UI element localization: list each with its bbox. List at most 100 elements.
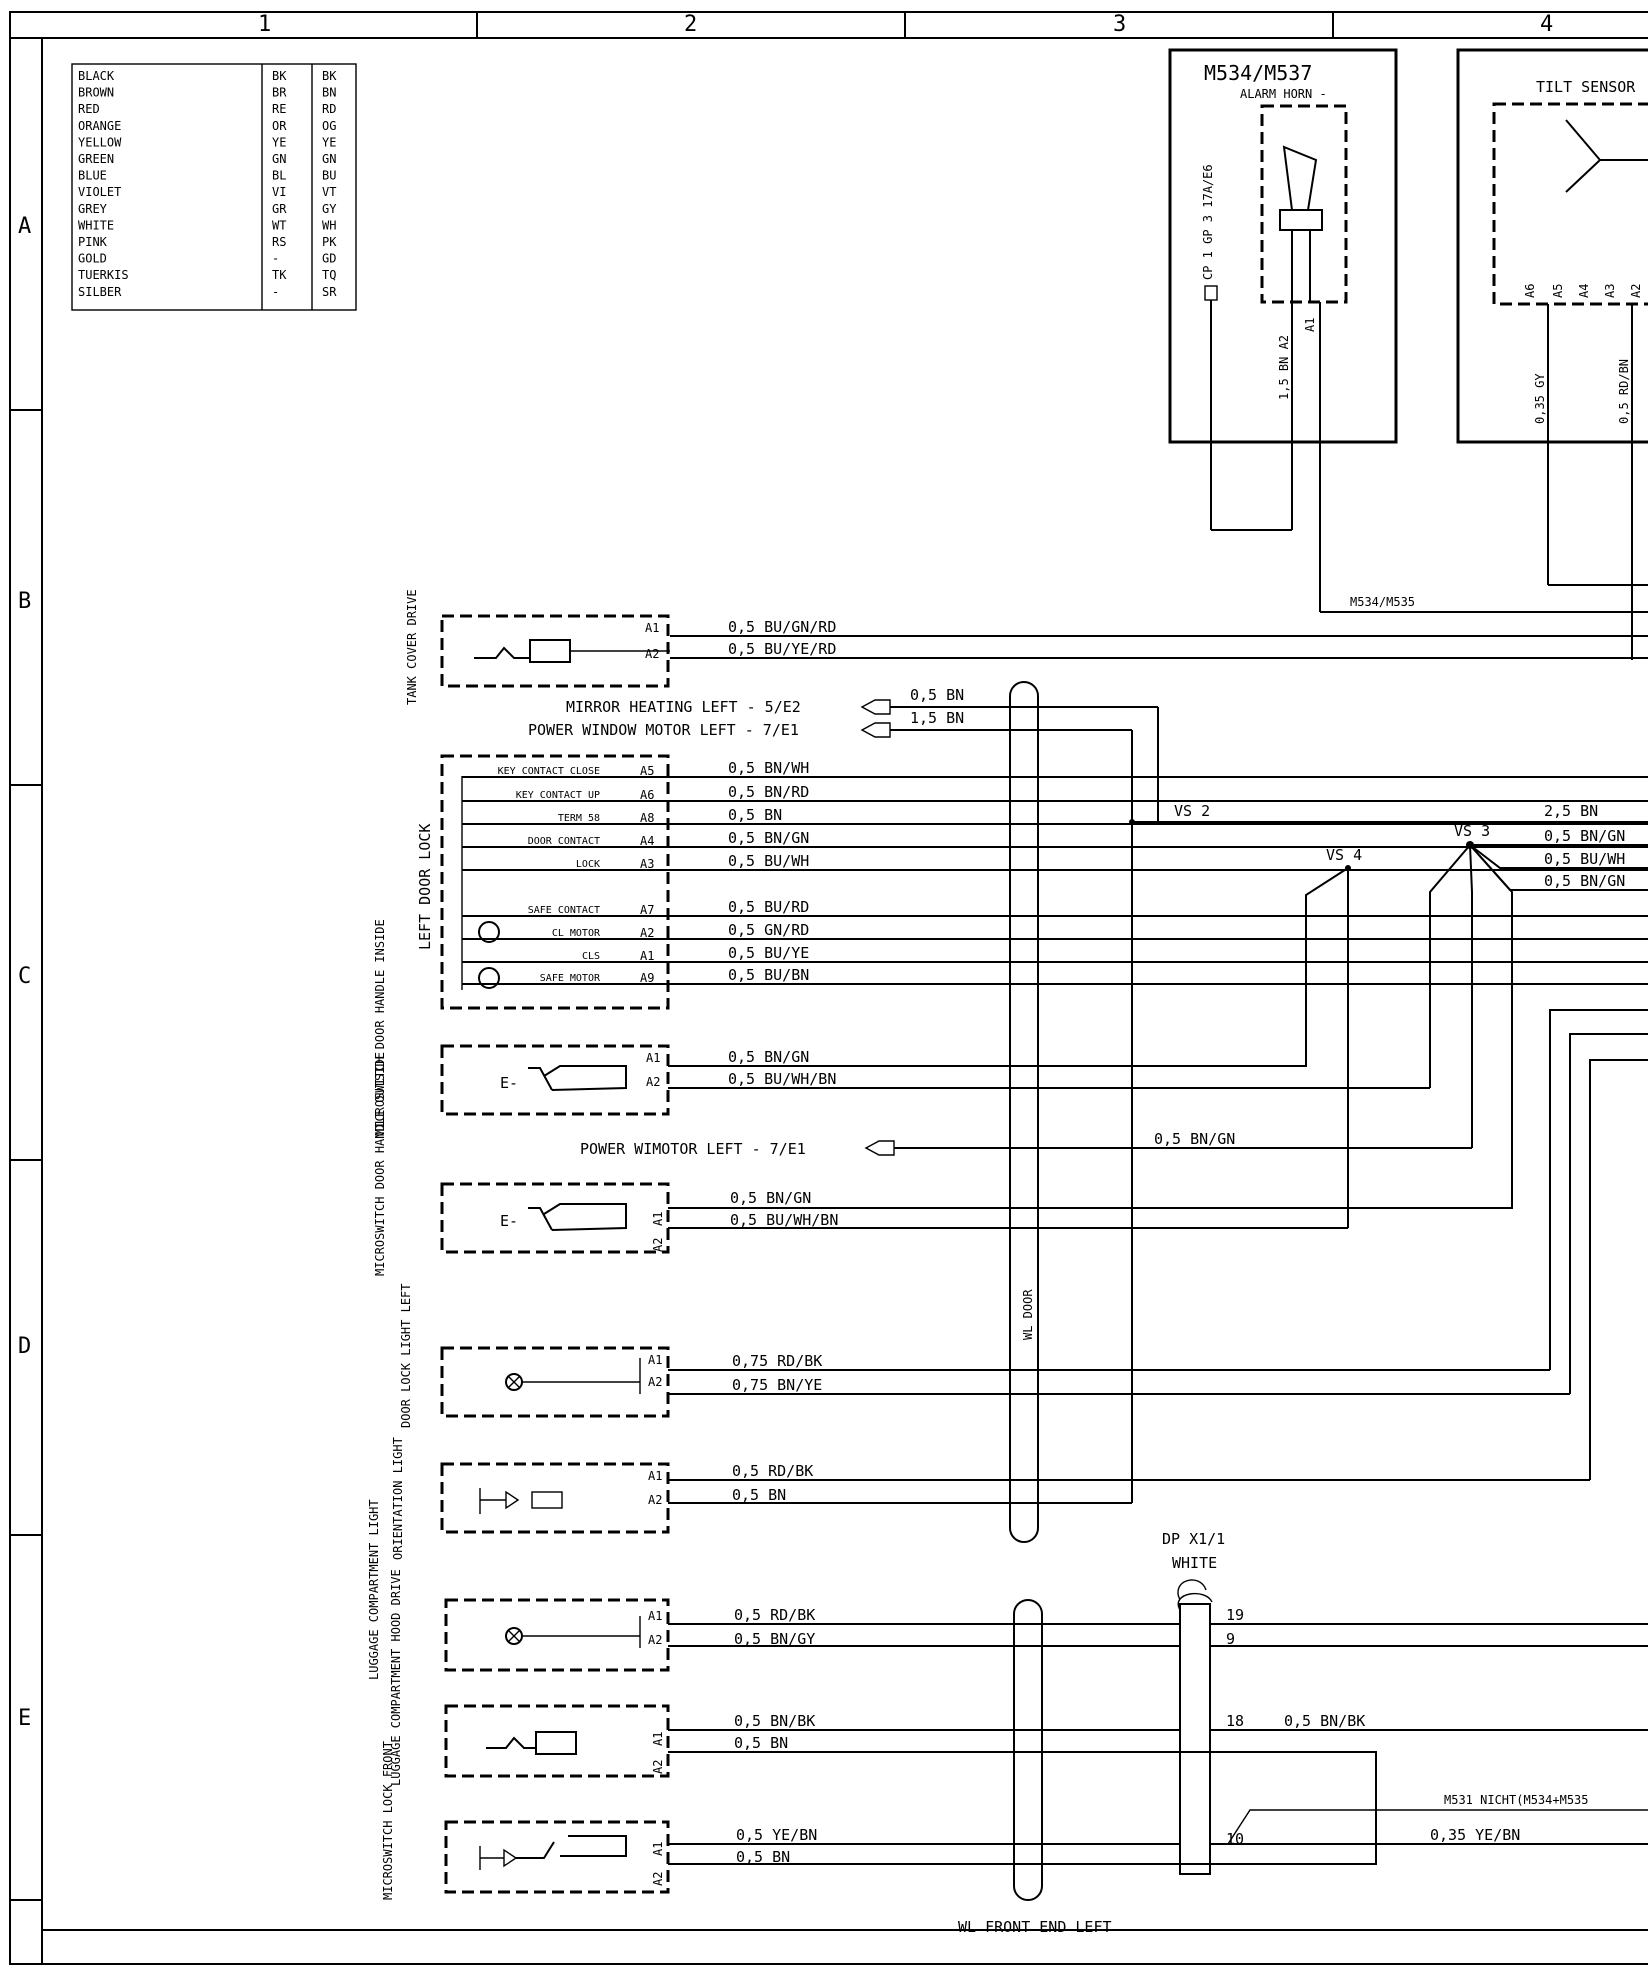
door-lock-pin: A4 (640, 834, 654, 848)
switch-icon (528, 1203, 627, 1231)
switch-icon (528, 1065, 627, 1091)
legend-code-old: - (272, 285, 279, 299)
wire-label: 0,5 BN/RD (728, 783, 809, 801)
wire-label: 0,5 BU/WH/BN (728, 1070, 836, 1088)
alarm-horn-subtitle: ALARM HORN - (1240, 87, 1327, 101)
pin-label: A1 (648, 1353, 662, 1367)
legend-code-new: PK (322, 235, 337, 249)
wire-label: 0,5 RD/BK (732, 1462, 813, 1480)
legend-code-old: RE (272, 102, 286, 116)
door-lock-pin-label: KEY CONTACT CLOSE (498, 766, 600, 777)
splice-label: VS 3 (1454, 822, 1490, 840)
power-window-ref: POWER WINDOW MOTOR LEFT - 7/E1 (528, 721, 799, 739)
legend-color-name: GOLD (78, 252, 107, 266)
cl-motor-icon (478, 921, 500, 943)
column-label: 3 (1113, 12, 1126, 37)
door-lock-label: LEFT DOOR LOCK (416, 824, 434, 950)
pin-label: A1 (651, 1842, 665, 1856)
pin-label: A1 (651, 1212, 665, 1226)
wire-label: 0,5 RD/BK (734, 1606, 815, 1624)
tilt-pin: A5 (1551, 284, 1565, 298)
alarm-horn-route: M534/M535 (1350, 595, 1415, 609)
connector-dp-x1-1: DP X1/1 WHITE 19 9 18 10 (1162, 1530, 1648, 1875)
legend-code-old: WT (272, 218, 286, 232)
wire-label: 0,5 BN/GN (1154, 1130, 1235, 1148)
wire-label: 0,5 BU/GN/RD (728, 618, 836, 636)
microswitch-door-handle-inside: MICROSWITCH DOOR HANDLE INSIDE E- A1 A2 … (373, 919, 1431, 1136)
wire-label: 0,5 BN/WH (728, 759, 809, 777)
microswitch-lock-front: MICROSWITCH LOCK FRONT A1 A2 0,5 YE/BN 0… (381, 1741, 1648, 1900)
door-lock-pin: A2 (640, 926, 654, 940)
wire-label: 0,5 BU/BN (728, 966, 809, 984)
wire-label: 0,35 YE/BN (1430, 1826, 1520, 1844)
wire-label: 0,5 BN (736, 1848, 790, 1866)
tilt-sensor-module: TILT SENSOR A6 A5 A4 A3 A2 0,35 GY 0,5 R… (1456, 48, 1648, 660)
tilt-sensor-icon (1565, 119, 1648, 193)
switch-icon (479, 1846, 518, 1870)
legend-code-old: GN (272, 152, 286, 166)
legend-code-old: BK (272, 69, 287, 83)
legend-code-old: - (272, 252, 279, 266)
legend-code-new: BK (322, 69, 337, 83)
pin-label: A2 (648, 1633, 662, 1647)
sheet-frame (9, 11, 1648, 1965)
pin-label: A2 (648, 1375, 662, 1389)
pin-label: A2 (648, 1493, 662, 1507)
door-lock-pin: A6 (640, 788, 654, 802)
legend-code-old: BR (272, 86, 287, 100)
pin-label: A1 (651, 1732, 665, 1746)
legend-color-name: BLUE (78, 169, 107, 183)
row-label: D (18, 1334, 31, 1359)
legend-code-old: RS (272, 235, 286, 249)
legend-code-new: BU (322, 169, 336, 183)
legend-color-name: SILBER (78, 285, 122, 299)
connector-pin: 9 (1226, 1630, 1235, 1648)
legend-color-name: BLACK (78, 69, 115, 83)
legend-code-new: WH (322, 218, 336, 232)
alarm-horn-pin-a1: A1 (1303, 318, 1317, 332)
luggage-compartment-light: LUGGAGE COMPARTMENT LIGHT A1 A2 0,5 RD/B… (367, 1499, 1180, 1680)
splice-label: VS 2 (1174, 802, 1210, 820)
orientation-light: ORIENTATION LIGHT A1 A2 0,5 RD/BK 0,5 BN (391, 1059, 1648, 1560)
wire-label: 0,5 BN/BK (1284, 1712, 1365, 1730)
ms-front-note: M531 NICHT(M534+M535 (1444, 1793, 1589, 1807)
tilt-pin: A2 (1629, 284, 1643, 298)
door-lock-pin: A9 (640, 971, 654, 985)
alarm-horn-wire: 1,5 BN A2 (1277, 335, 1291, 400)
connector-arrow-icon (864, 1140, 895, 1156)
wire-label: 0,5 BN/GY (734, 1630, 815, 1648)
alarm-horn-title: M534/M537 (1204, 61, 1312, 85)
microswitch-door-handle-outside: MICROSWITCH DOOR HANDLE OUTSIDE E- A1 A2… (373, 1052, 838, 1276)
legend-code-new: GN (322, 152, 336, 166)
tilt-wire: 0,5 RD/BN (1617, 359, 1631, 424)
legend-code-new: OG (322, 119, 336, 133)
ms-symbol: E- (500, 1212, 518, 1230)
wire-label: 0,5 BN/BK (734, 1712, 815, 1730)
wire-label: 0,5 GN/RD (728, 921, 809, 939)
wire-label: 0,5 BN (910, 686, 964, 704)
wire-label: 0,5 BU/WH (1544, 850, 1625, 868)
connector-pin: 18 (1226, 1712, 1244, 1730)
connector-arrow-icon (860, 722, 891, 738)
external-references: MIRROR HEATING LEFT - 5/E2 POWER WINDOW … (528, 686, 1472, 1503)
legend-color-name: ORANGE (78, 119, 121, 133)
power-wimotor-ref: POWER WIMOTOR LEFT - 7/E1 (580, 1140, 806, 1158)
wire-label: 0,5 BN/GN (728, 1048, 809, 1066)
wire-label: 0,5 BU/WH/BN (730, 1211, 838, 1229)
wire-label: 0,75 BN/YE (732, 1376, 822, 1394)
legend-code-old: YE (272, 135, 286, 149)
pin-label: A2 (651, 1760, 665, 1774)
row-label: A (18, 214, 31, 239)
safe-motor-icon (478, 967, 500, 989)
ms-inside-label: MICROSWITCH DOOR HANDLE INSIDE (373, 919, 387, 1136)
tank-cover-drive: TANK COVER DRIVE A1 A2 0,5 BU/GN/RD 0,5 … (405, 589, 1648, 705)
pin-label: A2 (651, 1872, 665, 1886)
pin-label: A1 (648, 1609, 662, 1623)
column-label: 1 (258, 12, 271, 37)
legend-color-name: RED (78, 102, 100, 116)
wire-label: 0,5 BU/YE/RD (728, 640, 836, 658)
mirror-heating-ref: MIRROR HEATING LEFT - 5/E2 (566, 698, 801, 716)
legend-code-new: VT (322, 185, 336, 199)
